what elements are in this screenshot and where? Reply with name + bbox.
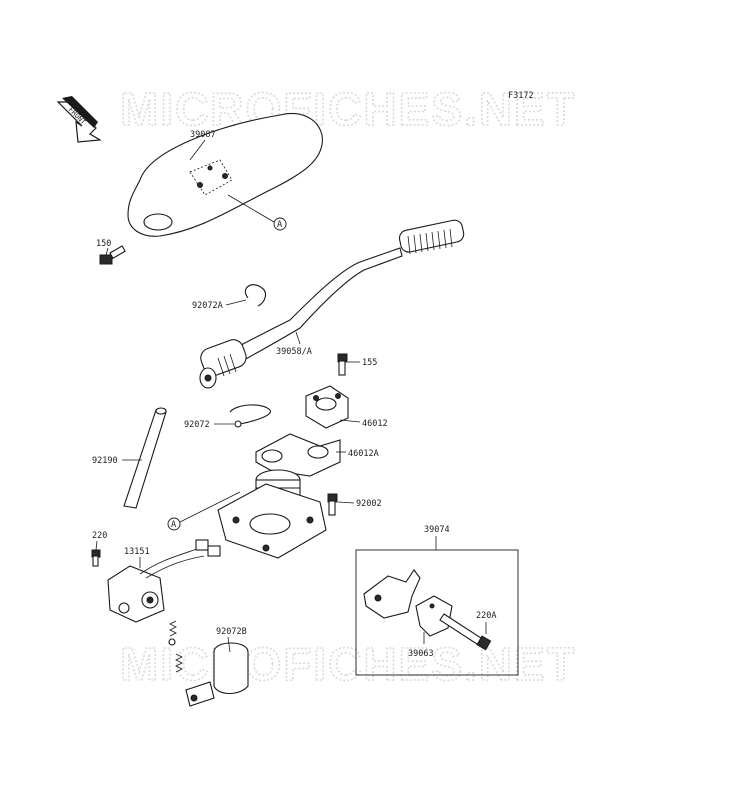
label-92072A: 92072A <box>192 301 223 311</box>
tube-92190 <box>123 407 167 509</box>
cover-39063 <box>415 595 453 637</box>
screw-220A <box>439 613 492 651</box>
watermark-top: MICROFICHES.NET <box>120 83 577 135</box>
label-92002: 92002 <box>356 499 382 509</box>
holder-46012A <box>255 433 341 477</box>
handlebar-cover-39087 <box>127 113 323 237</box>
label-92072: 92072 <box>184 420 210 430</box>
label-92072B: 92072B <box>216 627 247 637</box>
label-220: 220 <box>92 531 107 541</box>
svg-text:A: A <box>171 520 176 530</box>
label-46012A: 46012A <box>348 449 379 459</box>
switch-13151 <box>107 539 221 623</box>
assembly-box-39074 <box>355 536 519 676</box>
front-arrow-icon: FRONT <box>56 96 102 143</box>
label-39058A: 39058/A <box>276 347 312 357</box>
clamp-92072A <box>244 284 267 307</box>
holder-46012 <box>305 385 349 429</box>
watermark-bottom: MICROFICHES.NET <box>120 638 577 690</box>
bolt-155 <box>337 353 348 376</box>
reference-a-top: A <box>227 194 287 231</box>
handlebar-39058A <box>199 219 465 389</box>
lever <box>363 569 421 619</box>
screw-220 <box>91 549 101 567</box>
band-92072 <box>229 404 271 425</box>
label-220A: 220A <box>476 611 496 621</box>
label-39063: 39063 <box>408 649 434 659</box>
label-155: 155 <box>362 358 377 368</box>
svg-text:A: A <box>277 220 282 230</box>
label-46012: 46012 <box>362 419 388 429</box>
clamp-92072B <box>185 642 249 707</box>
steering-column <box>217 469 327 559</box>
figure-code: F3172 <box>508 91 534 101</box>
label-39087: 39087 <box>190 130 216 140</box>
label-92190: 92190 <box>92 456 118 466</box>
reference-a-bottom: A <box>167 491 241 531</box>
bolt-92002 <box>327 493 338 516</box>
label-150: 150 <box>96 239 111 249</box>
label-39074: 39074 <box>424 525 450 535</box>
spring-set <box>168 620 183 673</box>
label-13151: 13151 <box>124 547 150 557</box>
